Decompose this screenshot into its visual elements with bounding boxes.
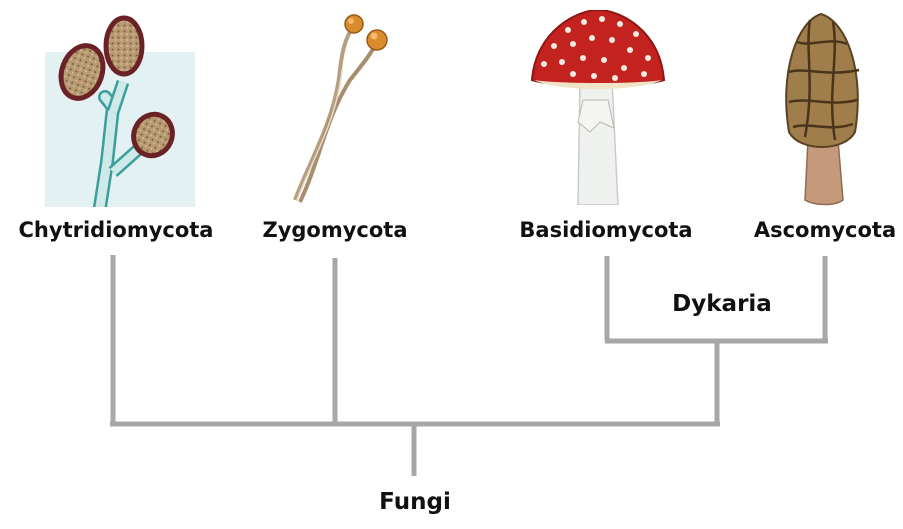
taxon-label-zygomycota: Zygomycota (262, 218, 407, 242)
taxon-label-basidiomycota: Basidiomycota (519, 218, 692, 242)
clade-label-dykaria: Dykaria (672, 291, 772, 317)
taxon-label-ascomycota: Ascomycota (754, 218, 896, 242)
clade-label-fungi: Fungi (379, 489, 451, 515)
taxon-label-chytridiomycota: Chytridiomycota (19, 218, 214, 242)
